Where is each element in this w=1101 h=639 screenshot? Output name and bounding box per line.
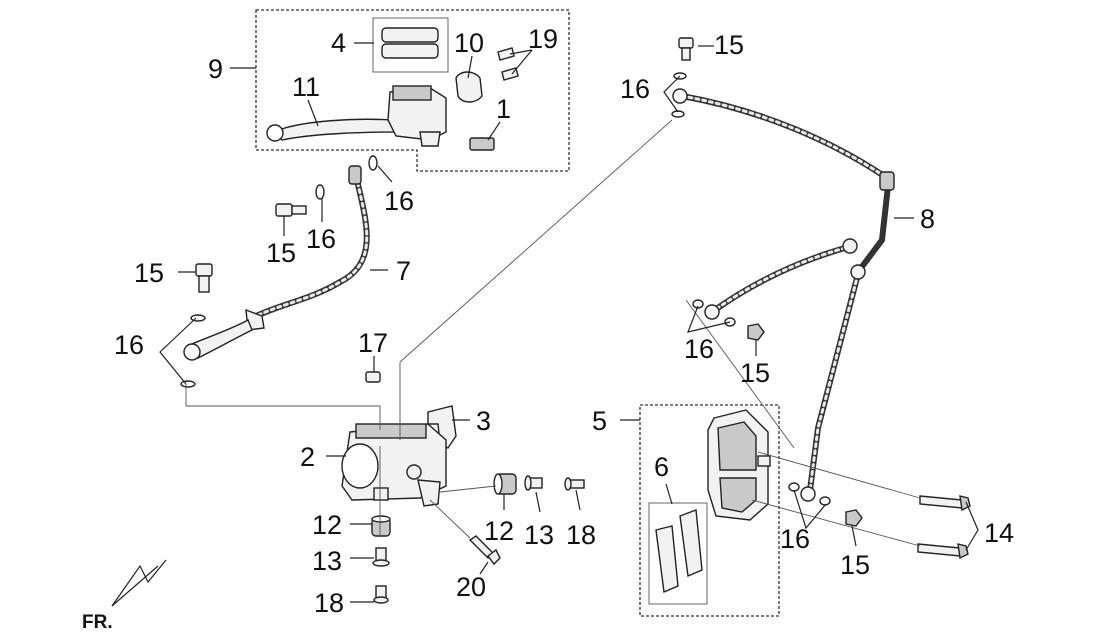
brake-hose-8 — [672, 88, 895, 502]
reservoir-diaphragm — [381, 43, 439, 59]
brake-lever — [272, 118, 397, 141]
group-box-4 — [372, 17, 449, 73]
group-box-9 — [255, 9, 570, 172]
master-cylinder-assembly — [266, 27, 519, 151]
unit-top — [355, 423, 427, 439]
callout-18-lower: 18 — [314, 588, 344, 618]
callout-11: 11 — [292, 72, 320, 102]
mount-hardware — [371, 473, 585, 604]
callout-16-mid-left: 16 — [306, 224, 336, 254]
callout-15-left: 15 — [134, 258, 164, 288]
banjo-bolt-left — [195, 263, 213, 277]
banjo-bolt-caliper — [845, 509, 863, 527]
callout-5: 5 — [592, 406, 607, 436]
cylinder-outlet — [419, 131, 441, 147]
lever-tip — [266, 124, 284, 142]
callout-20: 20 — [456, 572, 486, 602]
clamp-screw-upper — [497, 47, 515, 61]
callout-18-right: 18 — [566, 520, 596, 550]
brake-pad-right — [679, 509, 703, 578]
callout-10: 10 — [454, 28, 484, 58]
callout-13-lower: 13 — [312, 546, 342, 576]
banjo-bolt-right-mid — [747, 323, 765, 341]
callout-16-caliper: 16 — [780, 524, 810, 554]
callout-3: 3 — [476, 406, 491, 436]
group-box-6 — [648, 502, 708, 605]
callout-4: 4 — [331, 28, 346, 58]
unit-mount-tab — [417, 479, 441, 507]
callout-14: 14 — [984, 518, 1014, 548]
hose-7-upper-fitting — [348, 165, 362, 185]
banjo-eye-8-top — [672, 88, 688, 104]
callout-13-right: 13 — [524, 520, 554, 550]
caliper-bolt-upper — [919, 495, 963, 509]
callout-leaders — [159, 42, 979, 603]
banjo-bolt-mid-left — [275, 203, 293, 217]
mount-pin — [373, 487, 389, 501]
callout-17: 17 — [358, 328, 388, 358]
callout-7: 7 — [396, 256, 411, 286]
caliper-bolt-lower — [917, 543, 961, 557]
banjo-bolt-top-right — [678, 37, 694, 49]
washer-caliper-upper — [788, 482, 800, 492]
callout-2: 2 — [300, 442, 315, 472]
callout-19: 19 — [528, 24, 558, 54]
callout-12-right: 12 — [484, 516, 514, 546]
handlebar-clamp — [455, 71, 483, 103]
callout-16-left: 16 — [114, 330, 144, 360]
front-direction-label: FR. — [82, 612, 113, 633]
abs-hydraulic-unit — [341, 371, 457, 507]
brake-hose-7 — [183, 165, 370, 361]
washer-caliper-lower — [819, 496, 831, 506]
callout-9: 9 — [208, 54, 223, 84]
reference-lines — [185, 119, 921, 547]
hose-8-splitter — [842, 238, 858, 254]
reservoir-cap — [381, 27, 439, 43]
unit-cylinder — [341, 443, 379, 489]
callout-12-lower: 12 — [312, 510, 342, 540]
callout-15-top-right: 15 — [714, 30, 744, 60]
callout-15-right-mid: 15 — [740, 358, 770, 388]
sensor-17 — [365, 371, 381, 383]
caliper-bolts-14 — [917, 495, 971, 560]
washer-left-lower — [180, 380, 196, 388]
callout-16-top-right: 16 — [620, 74, 650, 104]
brake-caliper — [707, 409, 771, 521]
hose-8-junction — [879, 171, 895, 191]
unit-port — [406, 464, 422, 480]
reservoir-top — [392, 85, 432, 101]
callout-6: 6 — [654, 452, 669, 482]
callout-15-mid-left: 15 — [266, 238, 296, 268]
callout-16-right-mid: 16 — [684, 334, 714, 364]
banjo-eye-8-left — [704, 304, 720, 320]
callout-1: 1 — [496, 94, 511, 124]
front-direction-arrow: FR. — [82, 559, 167, 633]
hose-8-grommet — [850, 264, 866, 280]
brake-light-switch — [469, 137, 495, 151]
brake-pads — [655, 509, 703, 594]
banjo-eye-7 — [183, 343, 201, 361]
callout-numbers: 9 4 10 19 11 1 15 16 16 16 15 15 7 16 8 … — [114, 24, 1014, 618]
washer-mid-left — [315, 184, 325, 200]
callout-16-master: 16 — [384, 186, 414, 216]
callout-15-caliper: 15 — [840, 550, 870, 580]
washer-right-mid-upper — [692, 299, 704, 309]
callout-8: 8 — [920, 204, 935, 234]
washer-near-master — [368, 155, 378, 171]
banjo-bolts-and-washers — [180, 37, 863, 527]
caliper-bleeder — [757, 455, 771, 467]
brake-pad-left — [655, 525, 679, 594]
banjo-fitting-7 — [191, 319, 253, 359]
banjo-eye-8-bottom — [800, 486, 816, 502]
